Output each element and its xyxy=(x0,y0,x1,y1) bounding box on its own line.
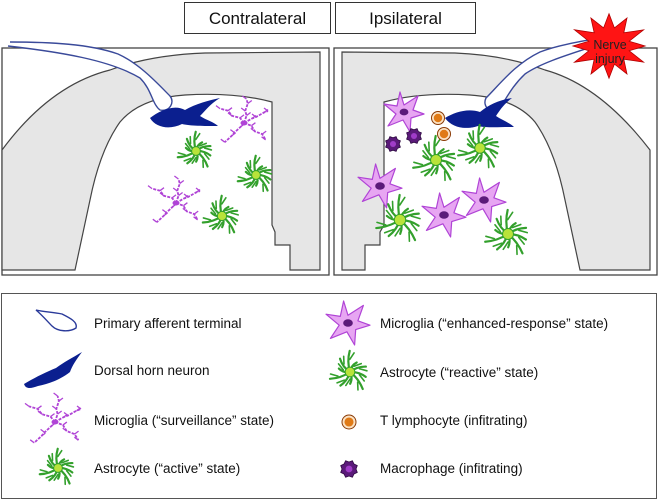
legend-label-astrocyte-active: Astrocyte (“active” state) xyxy=(94,461,241,476)
legend-label-t-lymphocyte: T lymphocyte (infitrating) xyxy=(380,413,528,428)
legend-label-primary-afferent-terminal: Primary afferent terminal xyxy=(94,316,242,331)
contralateral-gray-matter xyxy=(1,51,321,271)
astrocyte-reactive-icon xyxy=(328,349,368,391)
contralateral-panel xyxy=(1,41,330,276)
legend-label-dorsal-horn-neuron: Dorsal horn neuron xyxy=(94,363,210,378)
astrocyte-reactive-cell xyxy=(457,123,500,169)
legend-label-astrocyte-reactive: Astrocyte (“reactive” state) xyxy=(380,365,539,380)
t-lymphocyte-icon xyxy=(341,414,357,430)
t-lymphocyte-cell xyxy=(437,127,451,141)
microglia-surveillance-icon xyxy=(24,392,82,444)
astrocyte-active-cell xyxy=(201,194,239,234)
astrocyte-reactive-cell xyxy=(484,208,529,256)
astrocyte-active-icon xyxy=(38,447,75,486)
contralateral-header: Contralateral xyxy=(184,2,331,34)
ipsilateral-header: Ipsilateral xyxy=(335,2,476,34)
macrophage-cell xyxy=(385,136,401,152)
ipsilateral-neuron xyxy=(445,98,514,128)
astrocyte-active-cell xyxy=(236,154,273,193)
astrocyte-active-cell xyxy=(176,130,213,169)
legend-label-macrophage: Macrophage (infitrating) xyxy=(380,461,523,476)
legend-label-microglia-surveillance: Microglia (“surveillance” state) xyxy=(94,413,275,428)
nerve-injury-star xyxy=(571,12,647,80)
ipsilateral-gray-matter xyxy=(341,51,651,271)
t-lymphocyte-cell xyxy=(431,111,445,125)
macrophage-cell xyxy=(406,128,422,144)
ipsilateral-panel xyxy=(333,12,658,276)
macrophage-icon xyxy=(340,460,358,478)
microglia-enhanced-cell xyxy=(383,91,425,133)
contralateral-neuron xyxy=(150,98,220,128)
microglia-enhanced-cell xyxy=(461,177,507,223)
legend-label-microglia-enhanced: Microglia (“enhanced-response” state) xyxy=(380,316,609,331)
microglia-enhanced-cell xyxy=(421,192,467,238)
dorsal-horn-neuron-icon xyxy=(24,352,82,388)
astrocyte-reactive-cell xyxy=(375,193,421,242)
legend-icons xyxy=(24,300,371,486)
astrocyte-reactive-cell xyxy=(412,134,457,182)
microglia-surveillance-cell xyxy=(215,95,269,143)
microglia-enhanced-icon xyxy=(325,300,371,346)
microglia-enhanced-cell xyxy=(357,163,403,209)
legend xyxy=(1,293,657,499)
primary-afferent-terminal-icon xyxy=(35,309,77,332)
contralateral-afferent-fiber xyxy=(7,41,173,111)
microglia-surveillance-cell xyxy=(147,175,201,223)
nerve-injury-label: Nerve injury xyxy=(593,38,627,66)
